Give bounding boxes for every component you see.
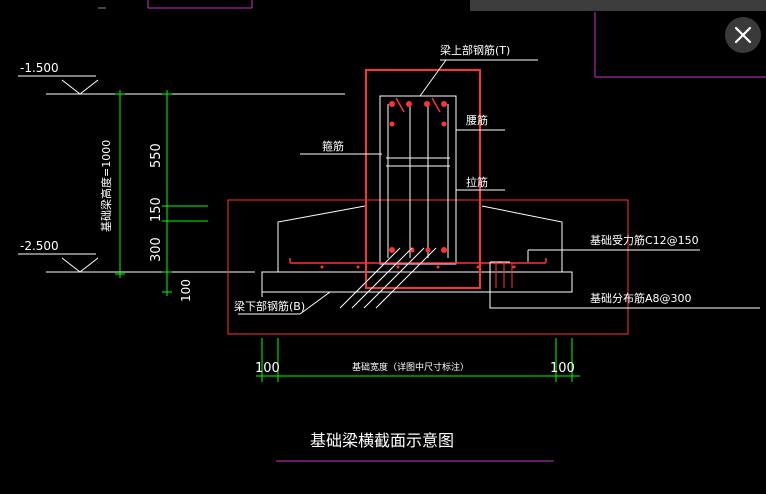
top-fragments xyxy=(147,0,766,78)
break-hatch xyxy=(339,247,437,309)
label-stirrup: 箍筋 xyxy=(322,139,344,153)
dim-right-100: 100 xyxy=(550,361,575,376)
rebar-hooks xyxy=(289,97,547,264)
leader-red-marks xyxy=(495,262,513,288)
beam-section xyxy=(379,95,457,265)
toolbar-strip xyxy=(470,0,766,11)
top-rebar-dots xyxy=(389,101,447,253)
horizontal-dimensions xyxy=(256,338,580,382)
label-main-rebar: 基础受力筋C12@150 xyxy=(590,233,699,247)
dim-150: 150 xyxy=(149,197,164,222)
beam-highlight xyxy=(365,69,481,289)
footing-outline xyxy=(261,205,573,297)
elevation-bottom-label: -2.500 xyxy=(20,239,59,253)
label-tie: 拉筋 xyxy=(466,175,488,189)
close-icon xyxy=(734,26,752,44)
vertical-dimensions xyxy=(115,90,208,296)
leaders xyxy=(238,59,748,315)
dim-100-vertical: 100 xyxy=(179,279,193,302)
dim-300: 300 xyxy=(149,237,164,262)
label-bottom-rebar: 梁下部钢筋(B) xyxy=(234,299,305,313)
drawing-title: 基础梁横截面示意图 xyxy=(310,431,454,450)
elevation-top-label: -1.500 xyxy=(20,61,59,75)
label-distribution-rebar: 基础分布筋A8@300 xyxy=(590,291,692,305)
dim-550: 550 xyxy=(149,143,164,168)
dim-total-height: 基础梁高度=1000 xyxy=(99,140,113,232)
close-button[interactable] xyxy=(725,17,761,53)
label-waist-rebar: 腰筋 xyxy=(466,113,488,127)
distribution-rebar-dots xyxy=(320,265,516,269)
dim-footing-width: 基础宽度（详图中尺寸标注） xyxy=(352,361,469,373)
elevation-marker-bottom xyxy=(18,253,255,273)
label-top-rebar: 梁上部钢筋(T) xyxy=(440,43,510,57)
dim-left-100: 100 xyxy=(255,361,280,376)
elevation-marker-top xyxy=(18,75,345,95)
